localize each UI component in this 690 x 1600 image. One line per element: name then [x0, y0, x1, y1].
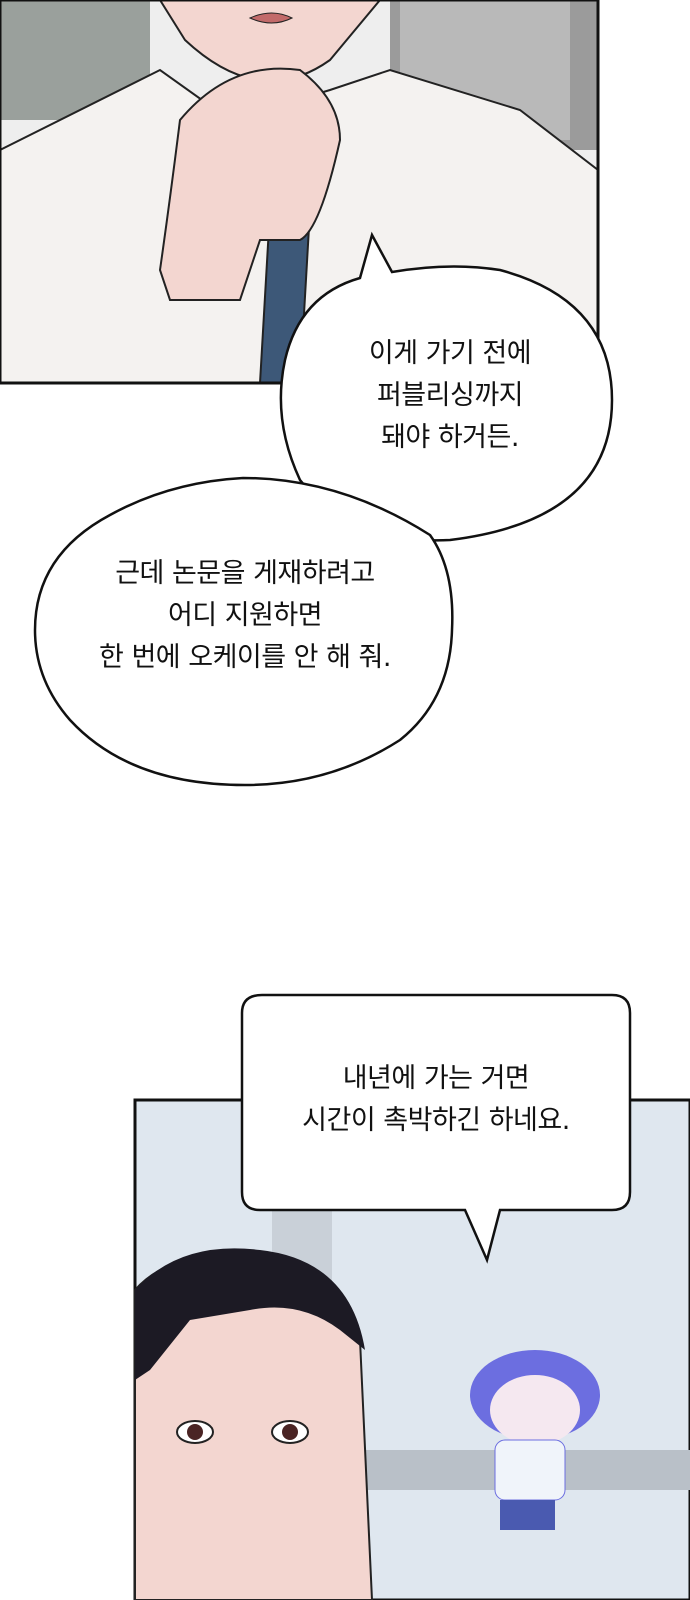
speech-bubble-1	[279, 231, 614, 542]
speech-bubble-3	[240, 993, 632, 1264]
chibi-character	[470, 1350, 600, 1530]
dialogue-line: 내년에 가는 거면	[342, 1063, 530, 1094]
dialogue-line: 근데 논문을 게재하려고	[115, 558, 375, 589]
dialogue-line: 어디 지원하면	[167, 600, 323, 631]
speech-bubble-1-text: 이게 가기 전에 퍼블리싱까지 돼야 하거든.	[290, 333, 610, 459]
dialogue-line: 퍼블리싱까지	[376, 380, 524, 411]
speech-bubble-2	[33, 476, 454, 787]
dialogue-line: 한 번에 오케이를 안 해 줘.	[99, 642, 391, 673]
dialogue-line: 돼야 하거든.	[381, 422, 519, 453]
speech-bubble-2-text: 근데 논문을 게재하려고 어디 지원하면 한 번에 오케이를 안 해 줘.	[40, 553, 450, 679]
dialogue-line: 이게 가기 전에	[368, 338, 532, 369]
panel-1-illustration	[0, 0, 600, 385]
speech-bubble-3-text: 내년에 가는 거면 시간이 촉박하긴 하네요.	[242, 1058, 630, 1142]
dialogue-line: 시간이 촉박하긴 하네요.	[302, 1105, 570, 1136]
